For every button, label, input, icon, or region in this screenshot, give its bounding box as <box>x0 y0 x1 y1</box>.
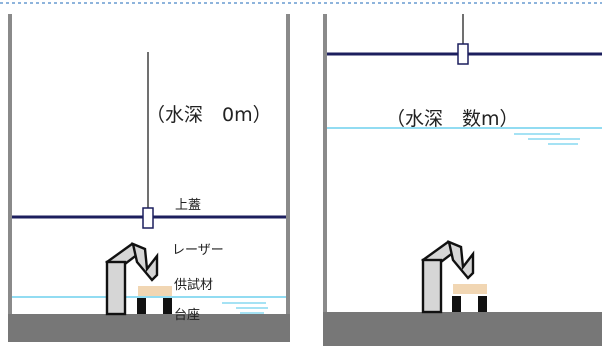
left-tank-wall-left <box>8 14 12 336</box>
left-tank <box>8 14 290 342</box>
left-tank-wall-right <box>286 14 290 336</box>
lid-label: 上蓋 <box>175 198 202 213</box>
laser-label: レーザー <box>172 243 224 258</box>
right-hook <box>457 43 469 65</box>
right-depth-label: （水深 数m） <box>386 108 519 130</box>
left-robot-body <box>105 260 127 316</box>
right-tank <box>323 14 602 346</box>
left-pedestal-leg <box>137 298 146 314</box>
right-specimen <box>453 284 487 294</box>
right-pedestal-leg <box>452 296 461 312</box>
left-hook <box>142 207 154 229</box>
left-tank-floor <box>8 314 290 342</box>
right-laser-robot <box>421 240 475 314</box>
left-laser-robot <box>105 242 159 316</box>
right-tank-floor <box>323 312 602 346</box>
right-robot-body <box>421 258 443 314</box>
left-pedestal-leg <box>163 298 172 314</box>
left-robot-head <box>131 242 159 282</box>
right-tank-wall-left <box>323 14 327 336</box>
right-pedestal-leg <box>478 296 487 312</box>
pedestal-label: 台座 <box>174 308 201 323</box>
left-specimen <box>138 286 172 296</box>
right-robot-head <box>447 240 475 280</box>
left-depth-label: （水深 0m） <box>146 104 272 126</box>
specimen-label: 供試材 <box>174 278 214 293</box>
